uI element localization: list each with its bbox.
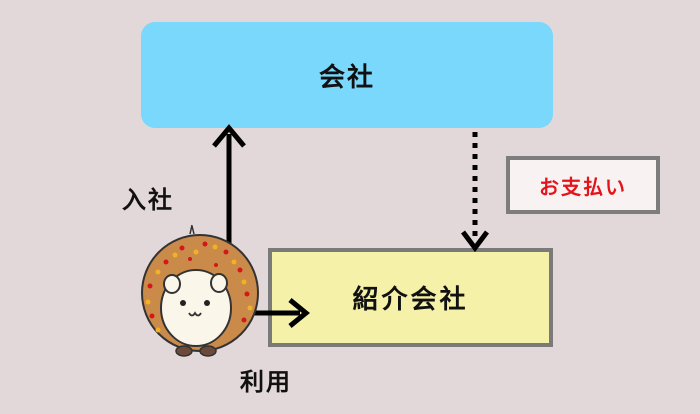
join-label: 入社 (122, 186, 174, 214)
agency-label: 紹介会社 (352, 285, 469, 315)
agency-box: 紹介会社 (268, 248, 553, 347)
company-label: 会社 (318, 62, 375, 93)
hedgehog-icon (141, 224, 259, 357)
payment-badge: お支払い (506, 156, 660, 214)
payment-arrow (461, 132, 489, 253)
company-box: 会社 (141, 22, 553, 128)
use-label: 利用 (240, 368, 292, 396)
join-arrow (212, 124, 246, 255)
payment-label: お支払い (539, 174, 627, 199)
